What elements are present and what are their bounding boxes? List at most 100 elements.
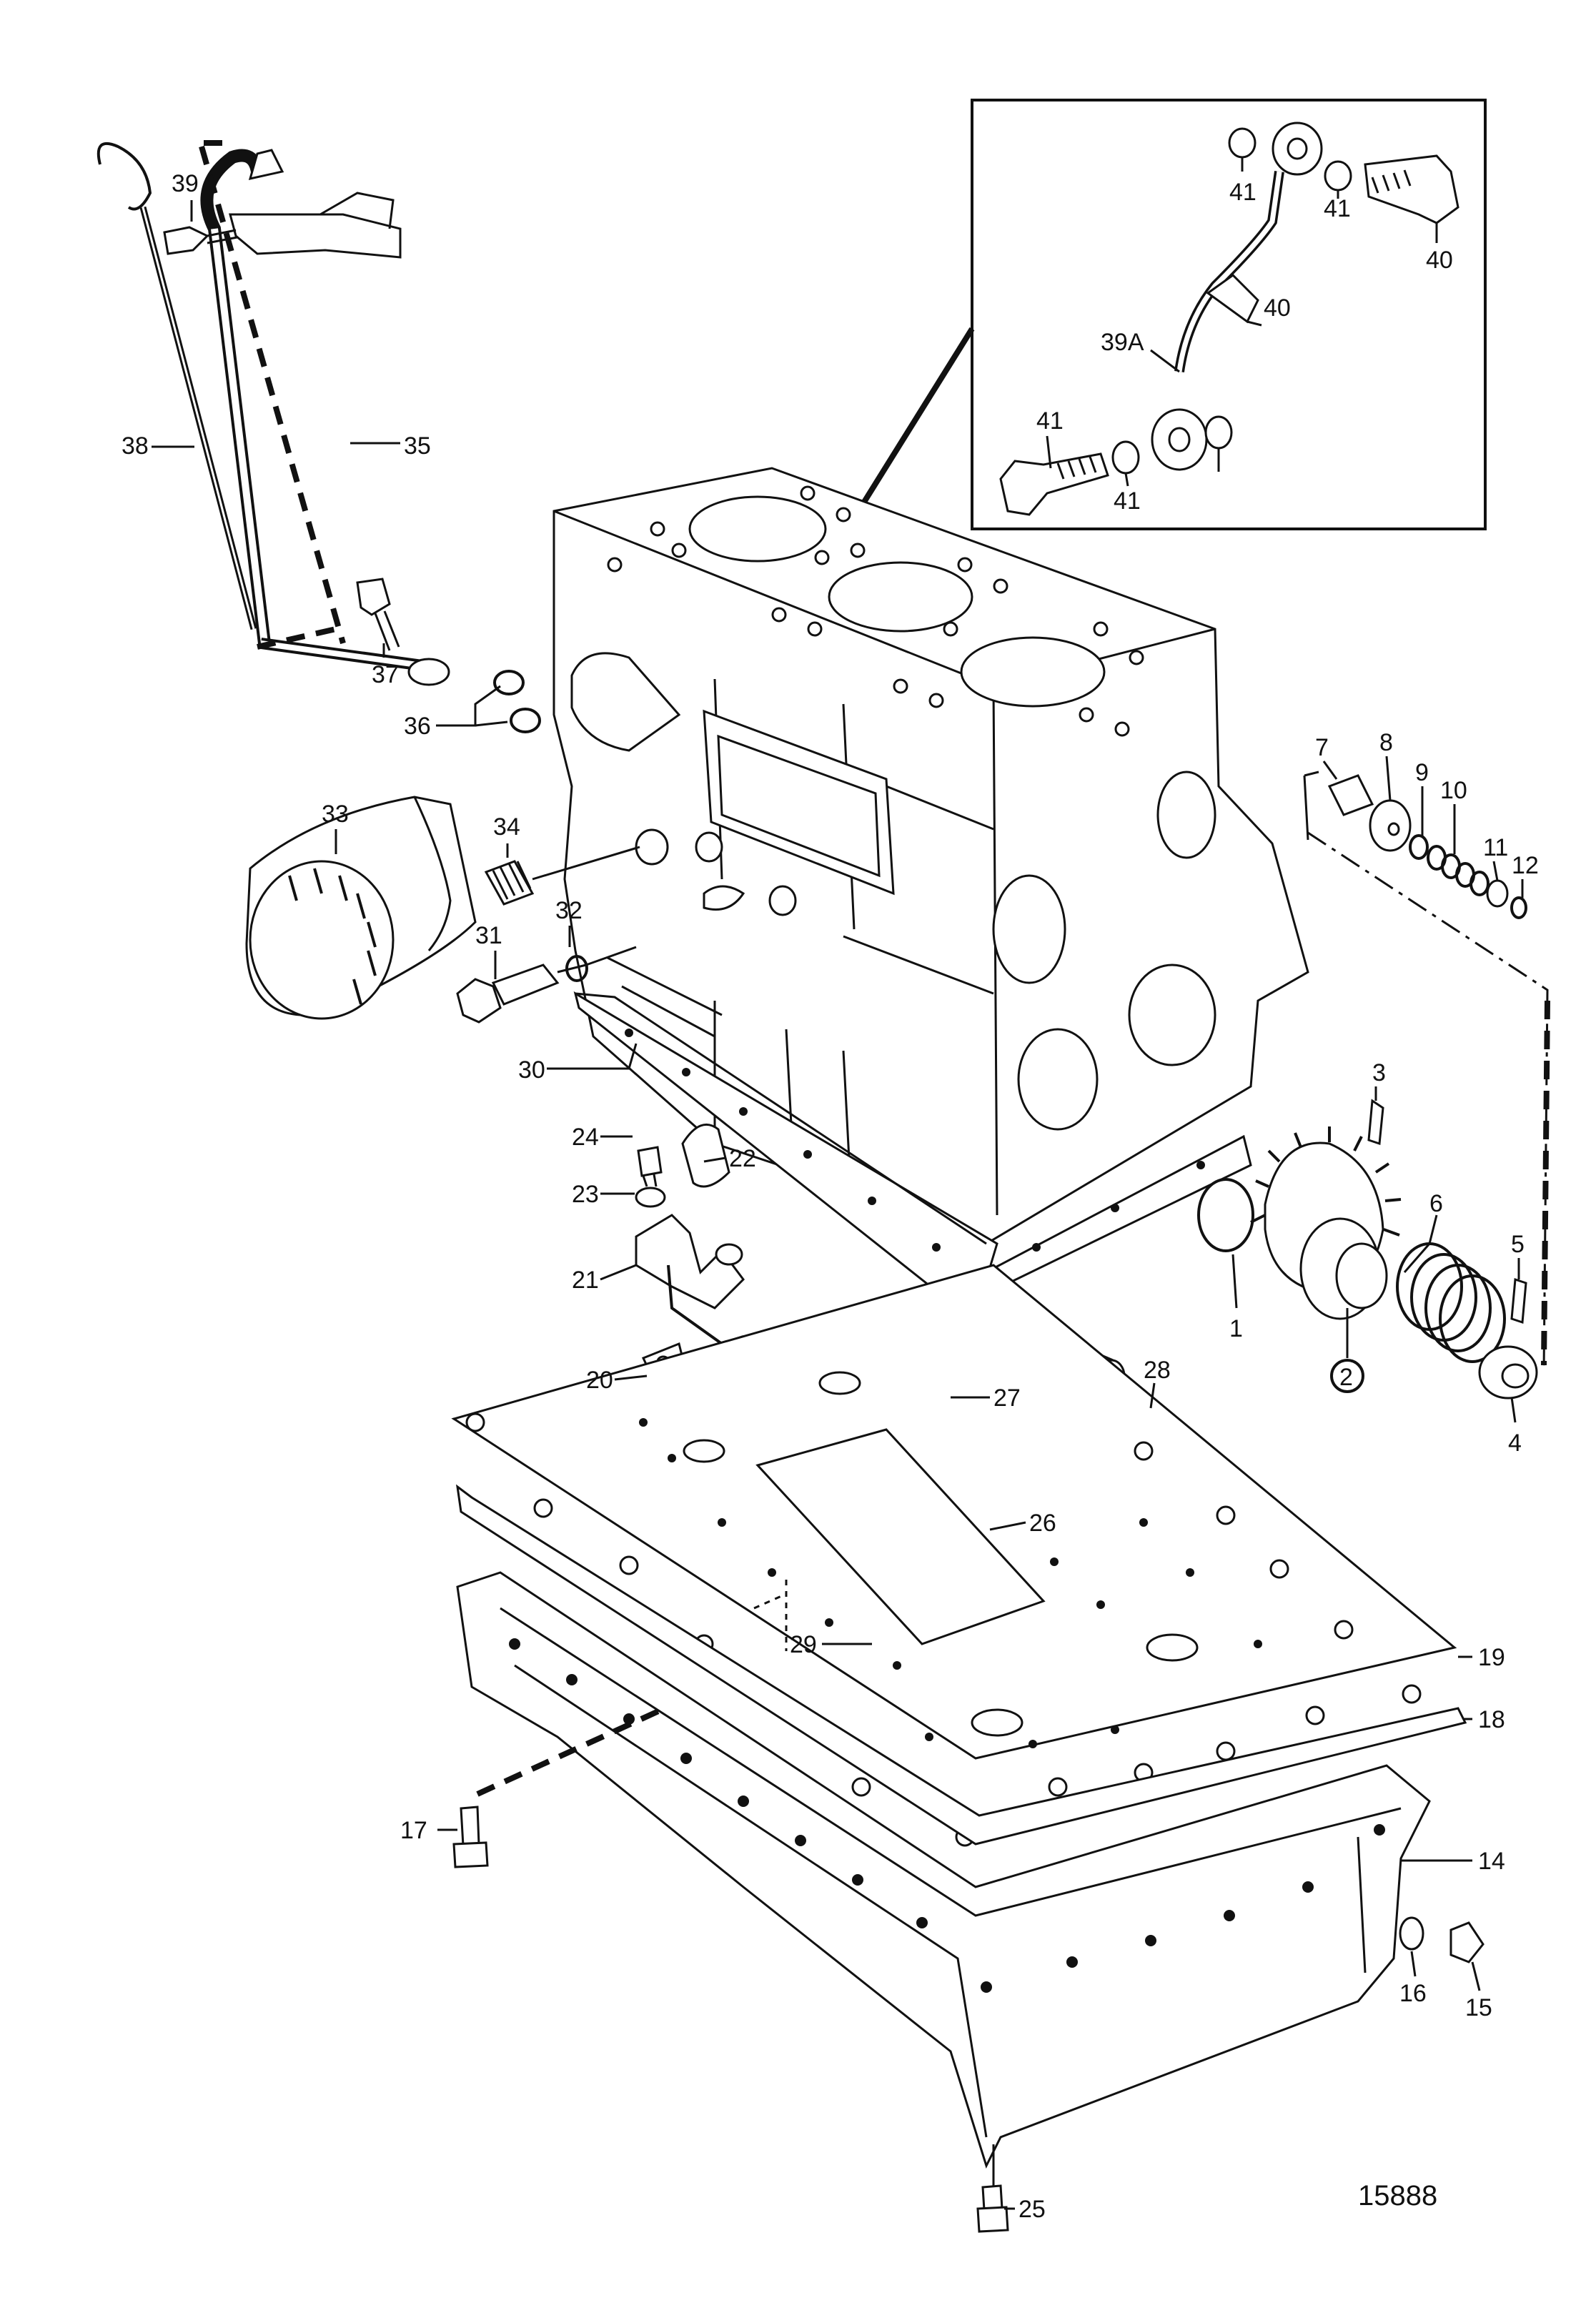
label-40-a: 40	[1426, 247, 1453, 274]
label-25: 26	[1029, 1510, 1056, 1537]
label-40-b: 41	[1036, 407, 1064, 435]
label-20: 21	[572, 1267, 599, 1294]
label-39: 39A	[1101, 329, 1144, 356]
plug-30	[456, 978, 502, 1024]
label-19: 20	[586, 1367, 613, 1394]
label-21: 22	[729, 1145, 756, 1172]
dipstick-guide-tube-34	[200, 149, 271, 645]
label-39a: 40	[1264, 294, 1291, 322]
label-41-a: 41	[1229, 179, 1257, 206]
label-32: 33	[322, 801, 349, 828]
label-37: 38	[122, 432, 149, 460]
label-28: 29	[790, 1631, 817, 1658]
o-ring-35-upper	[493, 670, 525, 695]
label-29: 30	[518, 1056, 545, 1084]
inset-frame	[971, 99, 1487, 530]
washer-41-bottom-left	[1111, 440, 1140, 475]
part-number-labels: 41 41 40 40 39A 41 41 39 38 35 37 36 33 …	[122, 170, 1539, 2223]
bolt-23	[637, 1146, 663, 1177]
label-14: 15	[1465, 1994, 1492, 2021]
head-bolt-holes	[607, 485, 1144, 737]
pin-3	[1367, 1099, 1384, 1146]
screw-38	[163, 226, 209, 255]
bolt-24	[981, 2184, 1003, 2212]
label-27: 28	[1144, 1357, 1171, 1384]
ring-9	[1409, 834, 1429, 860]
drain-plug-14	[1449, 1921, 1485, 1963]
block-opening-3	[1017, 1028, 1099, 1131]
label-24: 25	[1018, 2196, 1046, 2223]
relief-valve-group	[1303, 771, 1550, 1373]
baffle-opening	[755, 1428, 1046, 1645]
pipe-clamp-39a	[1206, 274, 1259, 324]
label-33: 34	[493, 813, 520, 841]
figure-number: 15888	[1358, 2180, 1437, 2212]
ring-11	[1486, 879, 1509, 908]
label-5: 5	[1511, 1231, 1525, 1258]
label-6: 6	[1429, 1190, 1443, 1217]
banjo-bolt-40-bottom	[999, 452, 1109, 516]
label-23: 24	[572, 1124, 599, 1151]
label-26: 27	[993, 1385, 1021, 1412]
label-4: 4	[1508, 1430, 1522, 1457]
label-3: 3	[1372, 1059, 1386, 1086]
block-left-boss	[570, 652, 681, 752]
label-9: 9	[1415, 759, 1429, 786]
pin-5	[1510, 1277, 1527, 1324]
washer-41-top-right	[1324, 160, 1352, 192]
screw-36	[356, 578, 391, 616]
washer-41-bottom-right	[1204, 415, 1233, 450]
label-12: 12	[1512, 852, 1539, 879]
o-ring-35-lower	[510, 708, 541, 733]
block-opening-4	[1128, 964, 1216, 1066]
label-11: 11	[1483, 834, 1508, 861]
label-34: 35	[404, 432, 431, 460]
washer-15	[1399, 1916, 1424, 1951]
leader-lines	[152, 200, 1524, 2210]
bolt-16	[460, 1806, 480, 1847]
item-2-circle	[1330, 1359, 1364, 1393]
tube-bracket	[229, 213, 402, 259]
block-opening-1	[992, 874, 1066, 984]
label-7: 7	[1315, 734, 1329, 761]
engine-block	[552, 467, 1309, 1245]
o-ring-1	[1197, 1178, 1254, 1252]
label-36: 37	[372, 661, 399, 688]
label-8: 8	[1379, 729, 1393, 756]
cylinder-bore-2	[828, 561, 973, 633]
label-31: 32	[555, 897, 583, 924]
cylinder-bore-3	[960, 636, 1106, 708]
block-opening-2	[1156, 771, 1216, 859]
oil-sump-13	[452, 1571, 1485, 2233]
side-cover-plate	[703, 709, 895, 896]
label-2: 2	[1339, 1364, 1353, 1391]
gasket-17	[456, 1484, 1467, 1846]
valve-plunger-7	[1327, 774, 1374, 816]
spring-10	[1427, 845, 1490, 896]
label-35: 36	[404, 713, 431, 740]
banjo-bolt-40-top	[1364, 154, 1459, 224]
washer-31	[565, 955, 588, 982]
washer-41-top-left	[1228, 127, 1257, 159]
label-38: 39	[172, 170, 199, 197]
dipstick-assembly	[96, 140, 541, 733]
label-18: 19	[1478, 1644, 1505, 1671]
oil-pump-gear-group	[1197, 1099, 1538, 1400]
label-10: 10	[1440, 777, 1467, 804]
circlip-12	[1510, 896, 1527, 919]
label-41-b: 41	[1324, 195, 1351, 222]
dipstick-dashed-bracket	[199, 140, 346, 650]
label-22: 23	[572, 1181, 599, 1208]
oil-filter-assembly	[245, 796, 640, 1024]
label-30: 31	[475, 922, 502, 949]
label-41-c: 41	[1114, 487, 1141, 515]
label-1: 1	[1229, 1315, 1243, 1342]
label-13: 14	[1478, 1848, 1505, 1875]
dipstick-ring-handle	[96, 142, 152, 211]
label-17: 18	[1478, 1706, 1505, 1733]
label-15: 16	[1399, 1980, 1427, 2007]
washer-22	[635, 1187, 666, 1208]
cylinder-bore-1	[688, 495, 827, 563]
hose-21	[681, 1123, 730, 1188]
